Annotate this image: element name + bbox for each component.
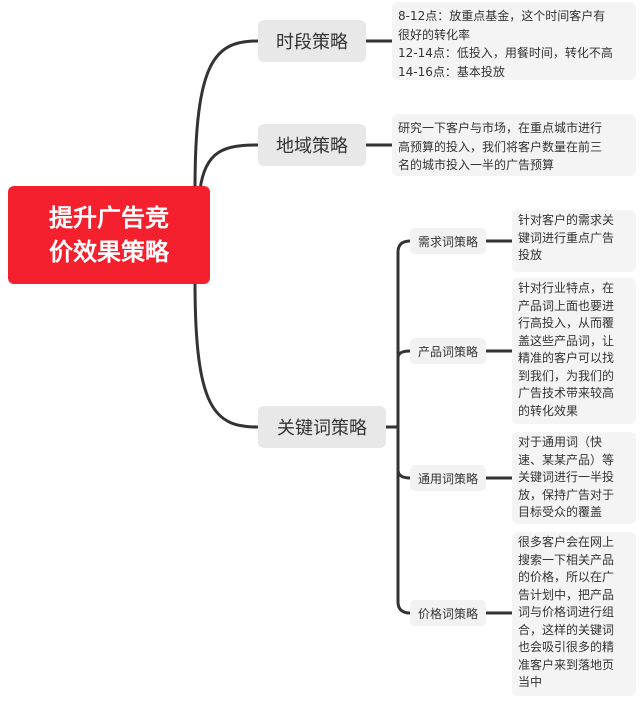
branch-keyword-strategy[interactable]: 关键词策略 bbox=[258, 406, 386, 448]
connector-keyword-subs bbox=[396, 239, 412, 615]
note-line: 词与价格词进行组 bbox=[518, 605, 615, 619]
note-line: 很好的转化率 bbox=[398, 27, 471, 42]
note-line: 准客户来到落地页 bbox=[518, 657, 615, 672]
note-line: 广告技术带来较高 bbox=[518, 386, 615, 400]
branch-time-strategy[interactable]: 时段策略 bbox=[258, 20, 366, 62]
note-line: 产品词上面也要进 bbox=[518, 298, 615, 313]
note-general-keyword: 对于通用词（快 速、某某产品）等 关键词进行一半投 放，保持广告对于 目标受众的… bbox=[512, 432, 636, 524]
note-line: 键词进行重点广告 bbox=[518, 230, 615, 245]
note-time-strategy: 8-12点：放重点基金，这个时间客户有 很好的转化率 12-14点：低投入，用餐… bbox=[392, 2, 636, 80]
note-line: 的转化效果 bbox=[518, 403, 579, 418]
connector-keyword-product bbox=[396, 349, 412, 360]
connector-root-keyword bbox=[193, 280, 260, 429]
note-demand-keyword: 针对客户的需求关 键词进行重点广告 投放 bbox=[512, 210, 636, 272]
connector-root-region bbox=[198, 143, 260, 192]
note-line: 合，这样的关键词 bbox=[518, 622, 615, 637]
note-line: 目标受众的覆盖 bbox=[518, 505, 603, 519]
note-line: 针对行业特点，在 bbox=[518, 281, 615, 295]
note-line: 14-16点：基本投放 bbox=[398, 64, 505, 79]
connector-root-time bbox=[193, 39, 260, 192]
note-line: 高预算的投入，我们将客户数量在前三 bbox=[398, 139, 603, 154]
sub-product-keyword[interactable]: 产品词策略 bbox=[410, 338, 486, 364]
note-line: 速、某某产品）等 bbox=[518, 452, 615, 467]
note-line: 到我们，为我们的 bbox=[518, 368, 615, 383]
note-line: 很多客户会在网上 bbox=[518, 535, 615, 549]
note-line: 放，保持广告对于 bbox=[518, 487, 615, 502]
note-price-keyword: 很多客户会在网上 搜索一下相关产品 的价格，所以在广 告计划中，把产品 词与价格… bbox=[512, 532, 636, 696]
note-line: 8-12点：放重点基金，这个时间客户有 bbox=[398, 9, 606, 23]
note-line: 行高投入，从而覆 bbox=[518, 316, 615, 330]
note-line: 对于通用词（快 bbox=[518, 435, 603, 449]
note-line: 精准的客户可以找 bbox=[518, 351, 615, 365]
note-line: 的价格，所以在广 bbox=[518, 570, 615, 584]
note-line: 名的城市投入一半的广告预算 bbox=[398, 158, 555, 172]
note-line: 当中 bbox=[518, 675, 543, 689]
note-line: 告计划中，把产品 bbox=[518, 587, 615, 602]
sub-demand-keyword[interactable]: 需求词策略 bbox=[410, 228, 486, 254]
branch-region-strategy[interactable]: 地域策略 bbox=[258, 124, 366, 166]
note-line: 也会吸引很多的精 bbox=[518, 640, 615, 654]
note-line: 盖这些产品词，让 bbox=[518, 333, 615, 348]
sub-general-keyword[interactable]: 通用词策略 bbox=[410, 465, 486, 491]
connector-keyword-general bbox=[396, 468, 412, 480]
note-product-keyword: 针对行业特点，在 产品词上面也要进 行高投入，从而覆 盖这些产品词，让 精准的客… bbox=[512, 278, 636, 424]
root-title-line2: 价效果策略 bbox=[49, 238, 169, 266]
note-line: 12-14点：低投入，用餐时间，转化不高 bbox=[398, 46, 613, 60]
note-region-strategy: 研究一下客户与市场，在重点城市进行 高预算的投入，我们将客户数量在前三 名的城市… bbox=[392, 114, 636, 176]
note-line: 关键词进行一半投 bbox=[518, 470, 615, 484]
note-line: 投放 bbox=[518, 248, 543, 262]
sub-price-keyword[interactable]: 价格词策略 bbox=[410, 600, 486, 626]
root-title-line1: 提升广告竞 bbox=[49, 204, 169, 232]
note-line: 针对客户的需求关 bbox=[518, 213, 615, 227]
note-line: 研究一下客户与市场，在重点城市进行 bbox=[398, 121, 603, 135]
note-line: 搜索一下相关产品 bbox=[518, 552, 615, 567]
root-node[interactable]: 提升广告竞价效果策略 bbox=[8, 186, 210, 284]
